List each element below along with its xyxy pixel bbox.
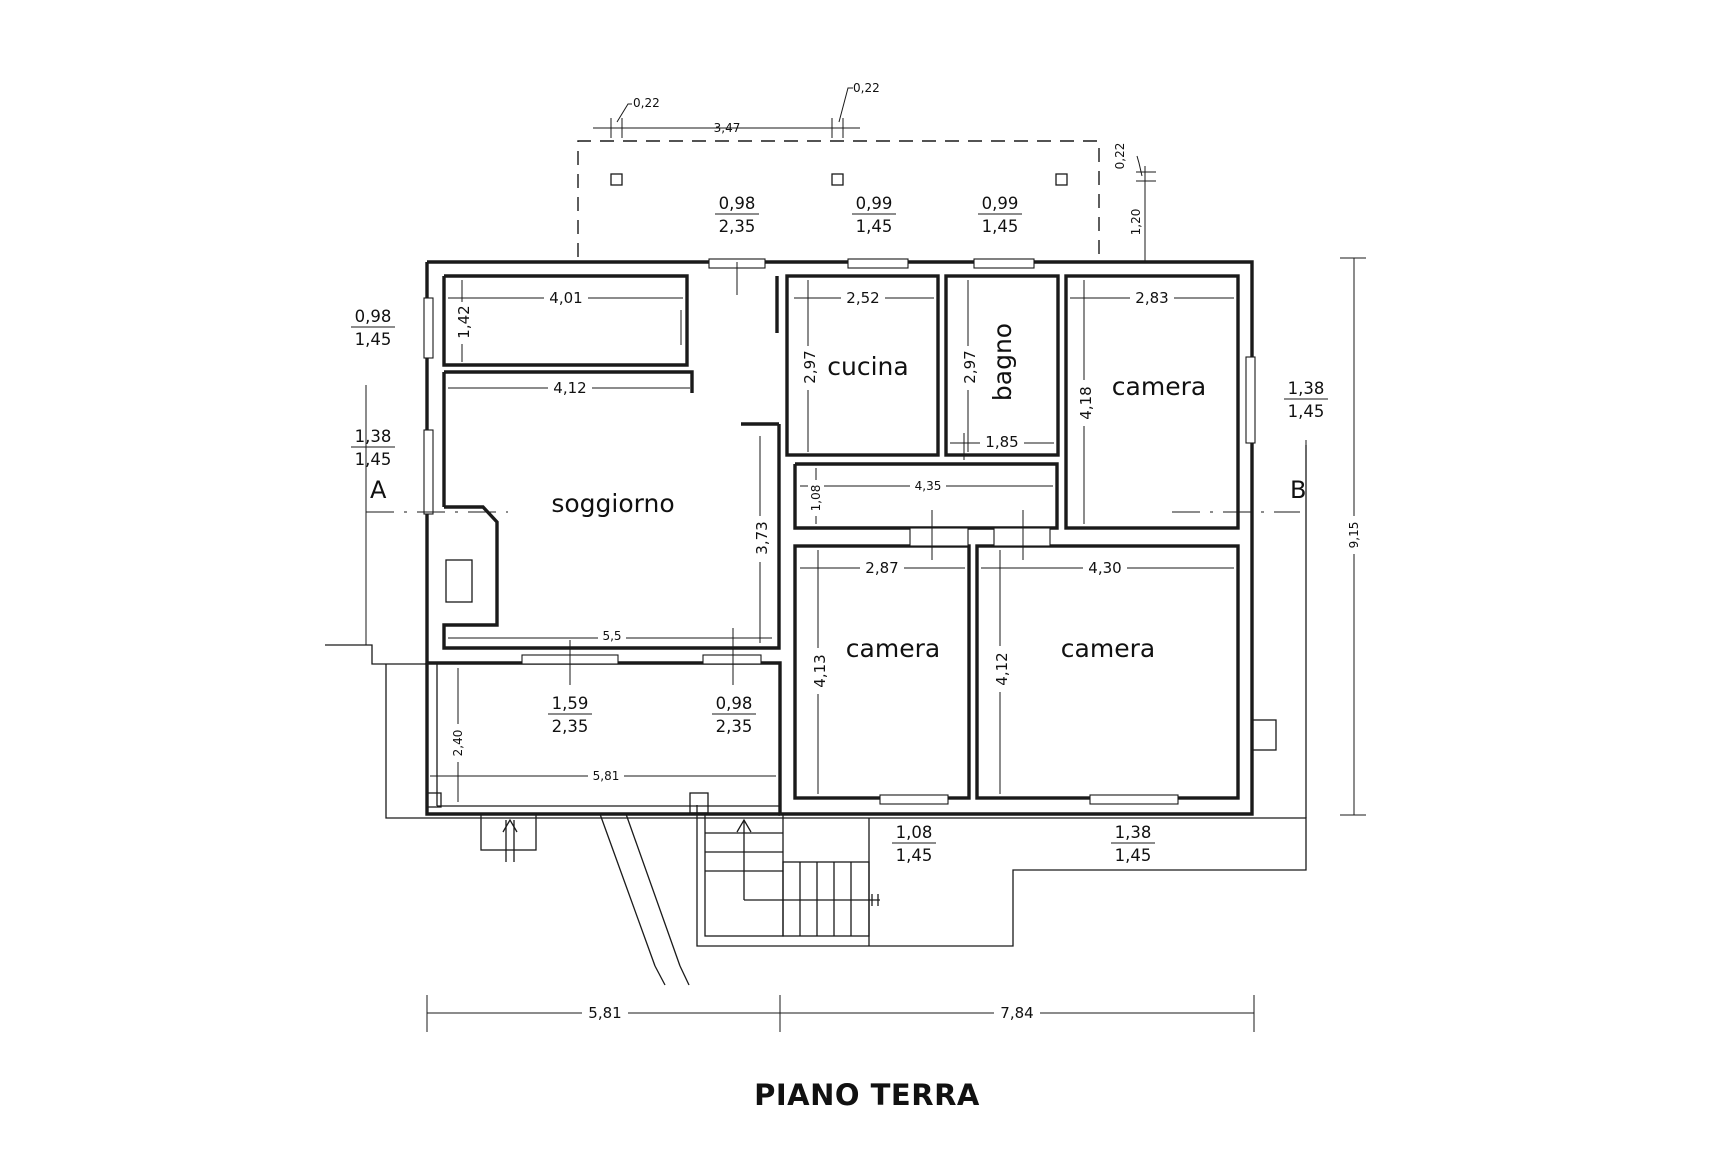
opening-left-1-height: 1,45 (355, 330, 392, 349)
dim-porch-depth: 1,20 (1129, 209, 1143, 236)
porch-outline (577, 140, 1100, 257)
opening-labels: 0,98 2,35 0,99 1,45 0,99 1,45 0,98 1,45 … (351, 194, 1328, 865)
dim-soggiorno-bottom: 5,5 (602, 629, 621, 643)
dim-veranda-depth: 2,40 (451, 730, 465, 757)
room-label-camera-sw: camera (846, 634, 940, 663)
opening-top-1-width: 0,98 (719, 194, 756, 213)
dim-overall-height: 9,15 (1347, 522, 1361, 549)
dim-camera-ne-width: 2,83 (1135, 289, 1168, 307)
opening-bottom-2-width: 1,38 (1115, 823, 1152, 842)
opening-left-2-height: 1,45 (355, 450, 392, 469)
dim-overall-right: 7,84 (1000, 1004, 1033, 1022)
dim-top-room-width: 4,01 (549, 289, 582, 307)
section-label-b: B (1290, 476, 1306, 504)
opening-veranda-2-height: 2,35 (716, 717, 753, 736)
dim-porch-pillar-right: 0,22 (853, 81, 880, 95)
dim-cucina-width: 2,52 (846, 289, 879, 307)
opening-left-1-width: 0,98 (355, 307, 392, 326)
dim-corridor-depth: 1,08 (809, 485, 823, 512)
dim-top-room-depth: 1,42 (455, 305, 473, 338)
dim-camera-ne-depth: 4,18 (1077, 386, 1095, 419)
opening-veranda-1-width: 1,59 (552, 694, 589, 713)
section-label-a: A (370, 476, 387, 504)
dim-veranda-width: 5,81 (593, 769, 620, 783)
opening-bottom-2-height: 1,45 (1115, 846, 1152, 865)
opening-top-1-height: 2,35 (719, 217, 756, 236)
room-label-camera-ne: camera (1112, 372, 1206, 401)
dim-camera-sw-width: 2,87 (865, 559, 898, 577)
opening-top-3-height: 1,45 (982, 217, 1019, 236)
dim-soggiorno-depth: 3,73 (753, 521, 771, 554)
dim-camera-sw-depth: 4,13 (811, 654, 829, 687)
opening-veranda-2-width: 0,98 (716, 694, 753, 713)
opening-right-1-width: 1,38 (1288, 379, 1325, 398)
opening-top-2-height: 1,45 (856, 217, 893, 236)
dim-cucina-depth: 2,97 (801, 350, 819, 383)
exterior-details (325, 445, 1307, 986)
opening-top-3-width: 0,99 (982, 194, 1019, 213)
dim-camera-se-depth: 4,12 (993, 652, 1011, 685)
room-label-bagno: bagno (988, 323, 1017, 401)
plan-title: PIANO TERRA (754, 1078, 980, 1112)
dim-corridor-width: 4,35 (915, 479, 942, 493)
dim-porch-pillar-side: 0,22 (1113, 143, 1127, 170)
room-label-cucina: cucina (827, 352, 908, 381)
opening-bottom-1-width: 1,08 (896, 823, 933, 842)
dim-porch-width: 3,47 (714, 121, 741, 135)
dim-soggiorno-width: 4,12 (553, 379, 586, 397)
section-line (365, 385, 1307, 645)
opening-right-1-height: 1,45 (1288, 402, 1325, 421)
dim-bagno-width: 1,85 (985, 433, 1018, 451)
opening-veranda-1-height: 2,35 (552, 717, 589, 736)
room-label-soggiorno: soggiorno (551, 489, 674, 518)
opening-top-2-width: 0,99 (856, 194, 893, 213)
opening-left-2-width: 1,38 (355, 427, 392, 446)
dim-camera-se-width: 4,30 (1088, 559, 1121, 577)
dim-porch-pillar-left: 0,22 (633, 96, 660, 110)
room-label-camera-se: camera (1061, 634, 1155, 663)
openings (423, 258, 1256, 805)
dim-overall-left: 5,81 (588, 1004, 621, 1022)
dim-bagno-depth: 2,97 (961, 350, 979, 383)
opening-bottom-1-height: 1,45 (896, 846, 933, 865)
